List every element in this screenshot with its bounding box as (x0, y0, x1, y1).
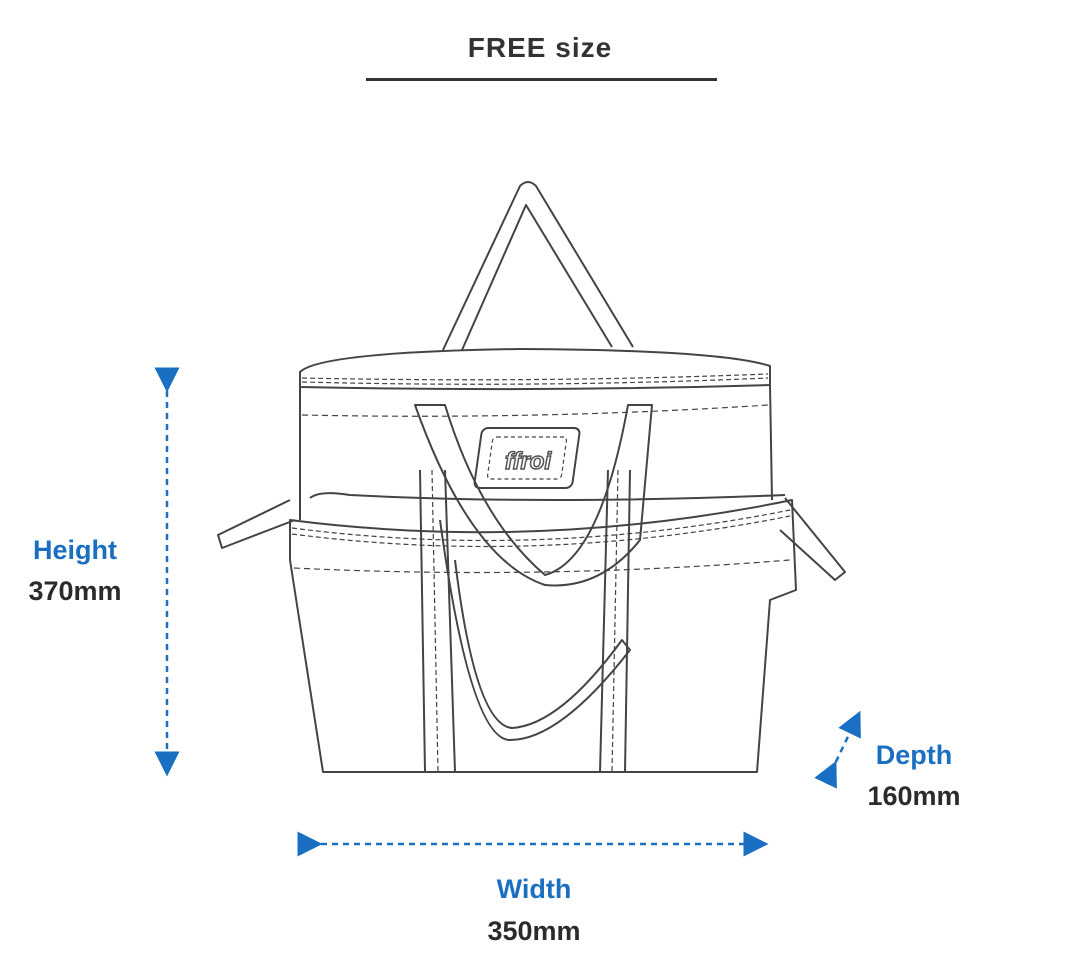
bag-upper-body (299, 384, 773, 520)
height-label: Height (33, 535, 117, 565)
carry-strap-loop (439, 519, 631, 741)
depth-value: 160mm (867, 781, 961, 811)
logo: ffroi (505, 448, 553, 475)
left-side-tab (217, 499, 296, 549)
depth-arrow (814, 710, 861, 789)
depth-label: Depth (875, 740, 953, 770)
right-side-tab (779, 497, 846, 581)
width-value: 350mm (487, 916, 581, 946)
carry-strap (414, 404, 653, 587)
title-underline (366, 78, 717, 81)
top-handle (442, 181, 634, 351)
logo-patch (473, 427, 581, 489)
bag-rim (299, 348, 771, 391)
height-value: 370mm (28, 576, 122, 606)
width-label: Width (496, 874, 572, 904)
size-title: FREE size (467, 32, 613, 63)
